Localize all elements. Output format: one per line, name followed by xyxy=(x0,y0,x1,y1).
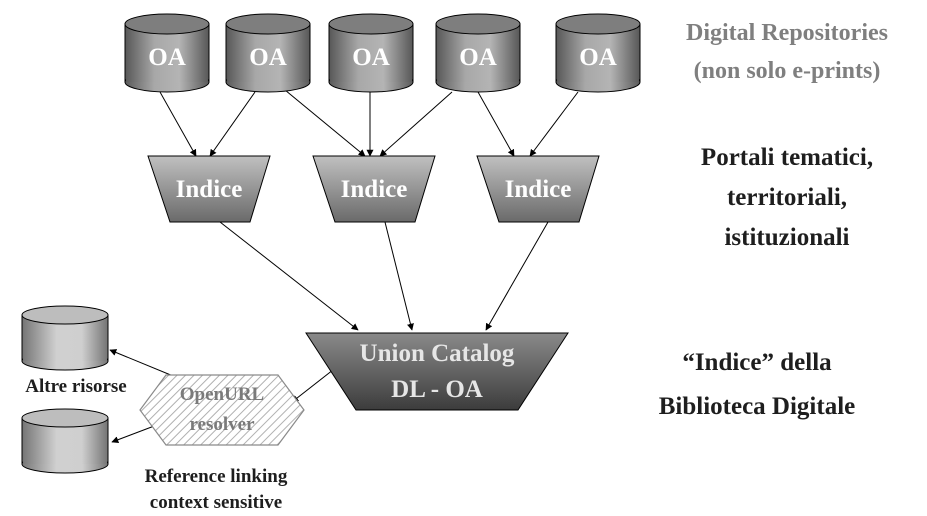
indice-caption-line1: “Indice” della xyxy=(682,349,832,376)
index-label: Indice xyxy=(505,176,572,203)
altre-risorse-label: Altre risorse xyxy=(25,376,126,397)
index-trapezoid: Indice xyxy=(312,155,436,223)
repository-cylinder: OA xyxy=(328,13,414,93)
repository-cylinder: OA xyxy=(124,13,210,93)
resolver-line1: OpenURL xyxy=(180,384,264,405)
arrow-index2-union xyxy=(384,221,414,331)
repositories-caption-line1: Digital Repositories xyxy=(686,20,888,46)
repository-cylinder: OA xyxy=(435,13,521,93)
reference-linking-line1: Reference linking xyxy=(145,466,288,487)
repository-label: OA xyxy=(249,44,287,71)
repository-label: OA xyxy=(459,44,497,71)
arrow-repo4-index2 xyxy=(379,91,453,157)
resource-cylinder-altre xyxy=(21,305,109,371)
resource-cylinder-reference xyxy=(21,408,109,474)
openurl-resolver: OpenURL resolver xyxy=(139,374,305,446)
union-catalog: Union Catalog DL - OA xyxy=(305,332,569,411)
repository-label: OA xyxy=(148,44,186,71)
repository-cylinders: OA OA OA OA OA xyxy=(124,13,641,93)
arrow-index1-union xyxy=(219,221,359,331)
index-label: Indice xyxy=(176,176,243,203)
arrow-repo5-index3 xyxy=(529,91,579,157)
index-label: Indice xyxy=(341,176,408,203)
resource-cylinders xyxy=(21,305,109,474)
arrow-repo2-index2 xyxy=(284,89,366,157)
index-trapezoids: Indice Indice Indice xyxy=(147,155,600,223)
repository-cylinder: OA xyxy=(555,13,641,93)
arrow-repo2-index1 xyxy=(209,91,256,157)
repository-label: OA xyxy=(579,44,617,71)
arrow-index3-union xyxy=(485,221,549,331)
portali-caption-line3: istituzionali xyxy=(724,224,849,251)
resolver-line2: resolver xyxy=(189,414,255,435)
portali-caption-line1: Portali tematici, xyxy=(701,144,873,171)
arrow-union-resolver xyxy=(291,365,339,403)
indice-caption-line2: Biblioteca Digitale xyxy=(659,393,856,420)
arrow-repo1-index1 xyxy=(159,91,197,157)
index-trapezoid: Indice xyxy=(147,155,271,223)
repository-cylinder: OA xyxy=(225,13,311,93)
portali-caption-line2: territoriali, xyxy=(727,184,847,211)
arrows-repo-to-index xyxy=(159,89,579,157)
index-trapezoid: Indice xyxy=(476,155,600,223)
repository-label: OA xyxy=(352,44,390,71)
arrow-repo4-index3 xyxy=(477,91,515,157)
arrow-resolver-altre xyxy=(109,349,179,379)
arrows-index-to-union xyxy=(219,221,549,331)
reference-linking-line2: context sensitive xyxy=(150,492,282,513)
union-catalog-line2: DL - OA xyxy=(391,376,483,403)
repositories-caption-line2: (non solo e-prints) xyxy=(694,58,881,84)
union-catalog-line1: Union Catalog xyxy=(360,340,515,367)
